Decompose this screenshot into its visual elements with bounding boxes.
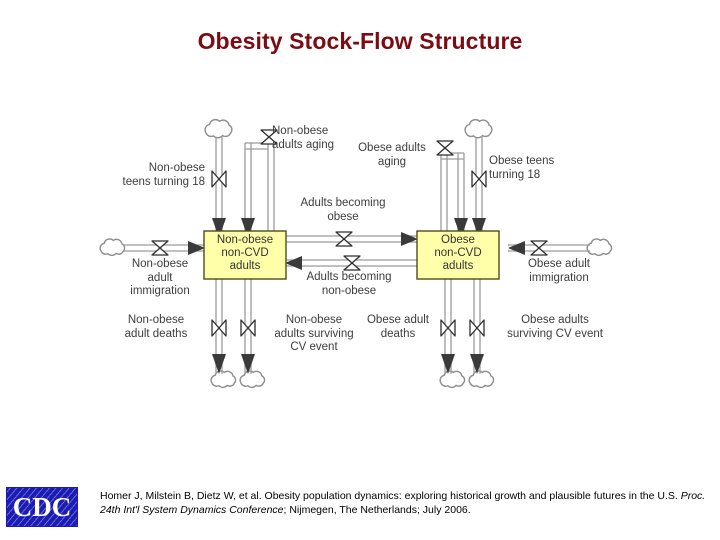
pipe-obese-adult-immigration	[508, 241, 590, 255]
stock-box-obese-non-cvd-adults[interactable]	[416, 230, 500, 280]
cloud-sink-obese-adult-deaths	[439, 370, 466, 389]
valve-adults-becoming-obese-icon[interactable]	[335, 231, 353, 247]
cloud-source-obese-immigration	[586, 238, 613, 257]
flow-label-line1: Non-obese	[148, 162, 205, 174]
valve-obese-adults-aging-icon[interactable]	[436, 140, 454, 156]
valve-non-obese-teens-turning-18-icon[interactable]	[211, 170, 227, 188]
flow-label-non-obese-adult-immigration: Non-obese adult immigration	[112, 258, 208, 299]
stock-box-non-obese-non-cvd-adults[interactable]	[203, 230, 287, 280]
cloud-source-obese-teens	[464, 119, 493, 139]
citation-part1: Homer J, Milstein B, Dietz W, et al. Obe…	[100, 490, 681, 502]
pipe-obese-adults-aging	[440, 152, 468, 238]
flow-label-non-obese-adult-deaths: Non-obese adult deaths	[108, 314, 204, 341]
flow-label-line1: Obese adult	[527, 258, 590, 270]
cloud-source-non-obese-teens	[204, 119, 233, 139]
flow-label-line1: Non-obese	[285, 314, 343, 326]
flow-label-obese-adult-deaths: Obese adult deaths	[357, 314, 439, 341]
flow-label-line1: Obese adults	[358, 142, 426, 154]
flow-label-line2: adults surviving	[274, 327, 354, 340]
flow-label-line2: deaths	[380, 327, 416, 340]
cdc-logo-text: CDC	[12, 491, 72, 522]
flow-label-line1: Obese adult	[366, 314, 429, 326]
flow-label-non-obese-teens-turning-18: Non-obese teens turning 18	[100, 162, 205, 189]
flow-label-obese-adult-immigration: Obese adult immigration	[508, 258, 610, 285]
flow-label-line2: obese	[327, 210, 359, 223]
flow-label-adults-becoming-non-obese: Adults becoming non-obese	[294, 271, 404, 298]
cloud-sink-obese-cv-event	[468, 370, 495, 389]
flow-label-line1: Obese adults	[521, 314, 589, 326]
flow-label-line1: Adults becoming	[300, 197, 386, 209]
flow-label-line3: CV event	[290, 341, 338, 353]
flow-label-line2: adult	[147, 271, 173, 284]
flow-label-line1: Adults becoming	[306, 271, 392, 283]
citation-part2: ; Nijmegen, The Netherlands; July 2006.	[283, 504, 471, 516]
flow-label-line1: Non-obese	[272, 125, 329, 137]
flow-label-line2: aging	[377, 155, 407, 168]
valve-obese-adults-surviving-cv-event-icon[interactable]	[469, 319, 485, 337]
citation-text: Homer J, Milstein B, Dietz W, et al. Obe…	[100, 489, 708, 517]
flow-label-line1: Non-obese	[127, 314, 185, 326]
flow-label-non-obese-adults-aging: Non-obese adults aging	[272, 125, 368, 152]
valve-non-obese-adults-surviving-cv-event-icon[interactable]	[240, 319, 256, 337]
pipe-obese-teens-turning-18	[472, 137, 486, 238]
flow-label-obese-adults-aging: Obese adults aging	[348, 142, 436, 169]
flow-label-line2: adult deaths	[124, 327, 188, 340]
flow-label-line2: immigration	[529, 271, 589, 284]
pipe-non-obese-teens-turning-18	[212, 137, 226, 238]
flow-label-line2: adults aging	[272, 138, 335, 151]
flow-label-obese-teens-turning-18: Obese teens turning 18	[489, 155, 581, 182]
flow-label-line2: surviving CV event	[507, 327, 603, 340]
valve-non-obese-adult-deaths-icon[interactable]	[211, 319, 227, 337]
cdc-logo: CDC	[6, 487, 78, 527]
cloud-source-non-obese-immigration	[99, 238, 126, 257]
flow-label-obese-adults-surviving-cv-event: Obese adults surviving CV event	[490, 314, 620, 341]
flow-label-line1: Obese teens	[489, 155, 555, 167]
valve-obese-teens-turning-18-icon[interactable]	[471, 170, 487, 188]
page-title: Obesity Stock-Flow Structure	[197, 28, 523, 54]
valve-non-obese-adults-aging-icon[interactable]	[260, 129, 278, 145]
citation-italic: Proc. 24th Int'l System Dynamics Confere…	[100, 490, 706, 516]
valve-obese-adult-immigration-icon[interactable]	[530, 240, 548, 256]
pipe-non-obese-adults-aging	[241, 142, 275, 238]
pipe-adults-becoming-obese	[285, 232, 418, 246]
valve-obese-adult-deaths-icon[interactable]	[440, 319, 456, 337]
flow-label-line1: Non-obese	[131, 258, 189, 270]
flow-label-line2: turning 18	[489, 168, 541, 181]
flow-label-line3: immigration	[130, 285, 190, 297]
cloud-sink-non-obese-cv-event	[239, 370, 266, 389]
flow-label-adults-becoming-obese: Adults becoming obese	[288, 197, 398, 224]
valve-adults-becoming-non-obese-icon[interactable]	[343, 255, 361, 271]
flow-label-line2: teens turning 18	[122, 175, 205, 188]
cloud-sink-non-obese-adult-deaths	[210, 370, 237, 389]
flow-label-line2: non-obese	[321, 284, 377, 297]
valve-non-obese-adult-immigration-icon[interactable]	[151, 240, 169, 256]
flow-label-non-obese-adults-surviving-cv-event: Non-obese adults surviving CV event	[259, 314, 369, 355]
